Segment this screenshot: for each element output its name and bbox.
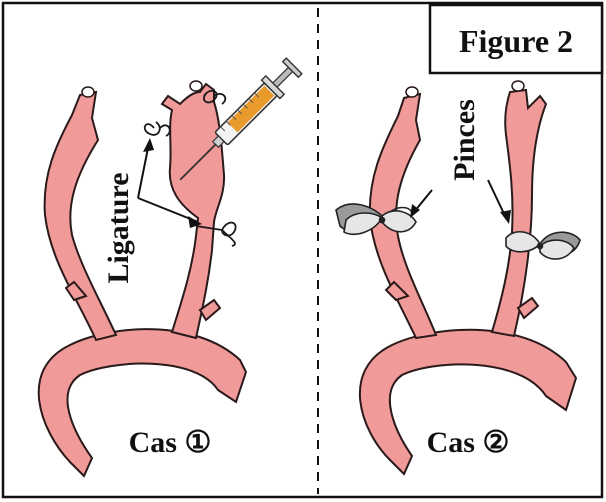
vessel-end-cap — [512, 81, 524, 91]
caption-cas-2: Cas ② — [427, 426, 510, 459]
vessel-end-cap — [406, 87, 418, 97]
figure-title-box: Figure 2 — [430, 5, 602, 73]
pinces-label: Pinces — [448, 99, 481, 181]
caption-cas-1: Cas ① — [129, 426, 212, 459]
vessel-end-cap — [190, 81, 202, 91]
vessel-end-cap — [82, 87, 94, 97]
ligature-label: Ligature — [102, 172, 135, 283]
figure-title: Figure 2 — [459, 23, 573, 59]
